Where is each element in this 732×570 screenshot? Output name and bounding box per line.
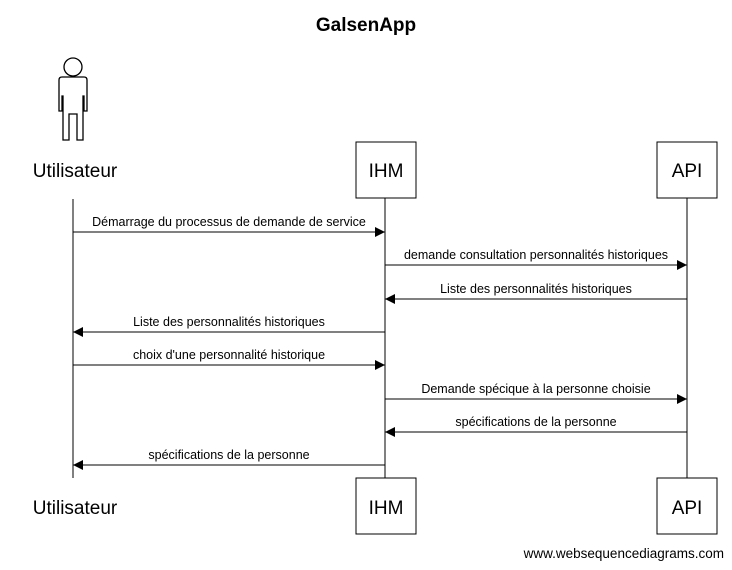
message-label: Liste des personnalités historiques (133, 315, 325, 329)
participant-api-box-bottom (656, 477, 718, 535)
participant-ihm-bottom: IHM (369, 498, 404, 519)
participant-api-box-top (656, 141, 718, 199)
participant-user-top: Utilisateur (33, 161, 118, 182)
message-label: spécifications de la personne (148, 448, 309, 462)
participant-api-bottom: API (672, 498, 703, 519)
message-label: Démarrage du processus de demande de ser… (92, 215, 366, 229)
participant-ihm-box-top (355, 141, 417, 199)
message-label: Liste des personnalités historiques (440, 282, 632, 296)
messages: Démarrage du processus de demande de ser… (73, 215, 687, 470)
actor-icon (58, 57, 88, 141)
diagram-title: GalsenApp (316, 15, 416, 36)
participant-api-top: API (672, 161, 703, 182)
footer-watermark: www.websequencediagrams.com (523, 546, 724, 561)
message-label: choix d'une personnalité historique (133, 348, 325, 362)
message-label: spécifications de la personne (455, 415, 616, 429)
message-label: Demande spécique à la personne choisie (421, 382, 650, 396)
participant-ihm-top: IHM (369, 161, 404, 182)
participant-ihm-box-bottom (355, 477, 417, 535)
message-label: demande consultation personnalités histo… (404, 248, 668, 262)
participant-user-bottom: Utilisateur (33, 498, 118, 519)
